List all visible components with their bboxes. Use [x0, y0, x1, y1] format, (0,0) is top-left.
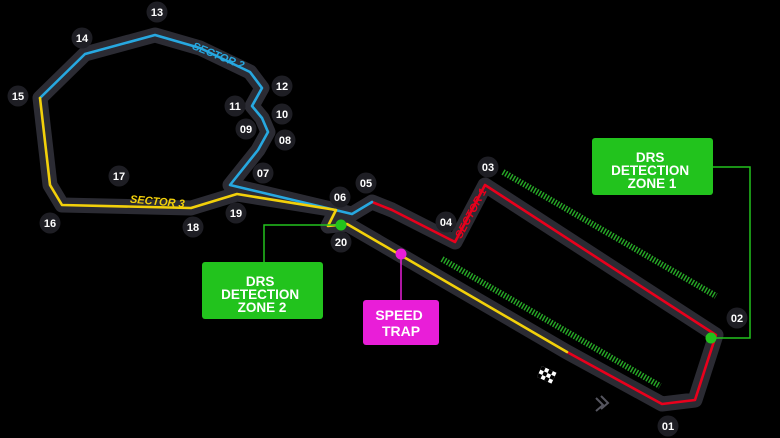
svg-text:DRS DETECTION ZONE: DRS DETECTION ZONE 1	[611, 150, 693, 191]
turn-marker-09: 09	[235, 118, 257, 140]
turn-marker-01: 01	[657, 415, 679, 437]
sector-1-path	[370, 183, 718, 406]
drs-detection-zone-1-box: DRS DETECTION ZONE 1	[592, 138, 713, 195]
speed-trap-point	[395, 248, 407, 260]
turn-marker-06: 06	[329, 186, 351, 208]
turn-badge	[657, 415, 679, 437]
turn-badge	[274, 129, 296, 151]
turn-badge	[7, 85, 29, 107]
turn-number: 09	[240, 124, 252, 136]
turn-badge	[329, 186, 351, 208]
drs-detection-zone-2-box: DRS DETECTION ZONE 2	[202, 262, 323, 319]
drs-zone-2-line-1: DRS	[246, 274, 275, 289]
turn-marker-14: 14	[71, 27, 93, 49]
turn-marker-18: 18	[182, 216, 204, 238]
turn-markers: 01 02 03 04 05 06 07 08 09 10 11 12 13 14 15 16 17 18 19 20	[7, 1, 748, 437]
turn-marker-13: 13	[146, 1, 168, 23]
turn-number: 03	[482, 162, 494, 174]
turn-number: 11	[229, 101, 241, 113]
turn-number: 18	[187, 222, 199, 234]
turn-badge	[271, 75, 293, 97]
drs-zone-1-connector	[712, 166, 751, 339]
turn-badge	[252, 162, 274, 184]
turn-marker-07: 07	[252, 162, 274, 184]
drs-zone-2-connector	[263, 224, 340, 262]
turn-marker-12: 12	[271, 75, 293, 97]
turn-number: 10	[276, 109, 288, 121]
turn-number: 06	[334, 192, 346, 204]
turn-badge	[146, 1, 168, 23]
drs-detection-point-2	[335, 219, 347, 231]
turn-marker-11: 11	[224, 95, 246, 117]
turn-marker-17: 17	[108, 165, 130, 187]
drs-zone-2-line-2: DETECTION	[221, 287, 299, 302]
turn-badge	[355, 172, 377, 194]
turn-number: 19	[230, 208, 242, 220]
turn-number: 08	[279, 135, 291, 147]
turn-marker-03: 03	[477, 156, 499, 178]
turn-badge	[435, 211, 457, 233]
speed-trap-line-2: TRAP	[382, 323, 420, 339]
turn-marker-10: 10	[271, 103, 293, 125]
turn-number: 15	[12, 91, 24, 103]
drs-zone-1-line-2: DETECTION	[611, 163, 689, 178]
turn-badge	[71, 27, 93, 49]
turn-number: 02	[731, 313, 743, 325]
speed-trap-line-1: SPEED	[375, 307, 422, 323]
drs-zone-back-straight	[501, 169, 718, 299]
turn-badge	[225, 202, 247, 224]
drs-zone-2-line-3: ZONE 2	[238, 300, 287, 315]
turn-badge	[108, 165, 130, 187]
turn-badge	[39, 212, 61, 234]
turn-badge	[726, 307, 748, 329]
turn-marker-02: 02	[726, 307, 748, 329]
turn-number: 13	[151, 7, 163, 19]
drs-zones	[440, 169, 718, 389]
turn-number: 14	[76, 33, 89, 45]
turn-number: 17	[113, 171, 125, 183]
drs-zone-main-straight	[440, 256, 662, 389]
turn-marker-04: 04	[435, 211, 457, 233]
turn-badge	[224, 95, 246, 117]
turn-marker-19: 19	[225, 202, 247, 224]
turn-badge	[235, 118, 257, 140]
turn-badge	[271, 103, 293, 125]
chevron-direction-icon	[595, 395, 610, 412]
turn-badge	[182, 216, 204, 238]
turn-marker-05: 05	[355, 172, 377, 194]
drs-zone-1-line-1: DRS	[636, 150, 665, 165]
turn-number: 07	[257, 168, 269, 180]
turn-number: 16	[44, 218, 56, 230]
svg-text:DRS DETECTION ZONE: DRS DETECTION ZONE 2	[221, 274, 303, 315]
svg-text:SPEED TRAP: SPEED TRAP	[375, 307, 426, 339]
turn-number: 04	[440, 217, 453, 229]
checkered-flag-icon	[536, 366, 557, 384]
sector-3-label: SECTOR 3	[129, 194, 185, 211]
drs-zone-1-line-3: ZONE 1	[628, 176, 677, 191]
turn-number: 01	[662, 421, 674, 433]
turn-number: 05	[360, 178, 372, 190]
speed-trap-box: SPEED TRAP	[363, 300, 439, 345]
drs-detection-point-1	[705, 332, 717, 344]
turn-number: 12	[276, 81, 288, 93]
sector-2-path	[38, 33, 374, 216]
turn-badge	[330, 231, 352, 253]
turn-marker-08: 08	[274, 129, 296, 151]
turn-number: 20	[335, 237, 347, 249]
turn-marker-15: 15	[7, 85, 29, 107]
turn-marker-16: 16	[39, 212, 61, 234]
turn-marker-20: 20	[330, 231, 352, 253]
turn-badge	[477, 156, 499, 178]
